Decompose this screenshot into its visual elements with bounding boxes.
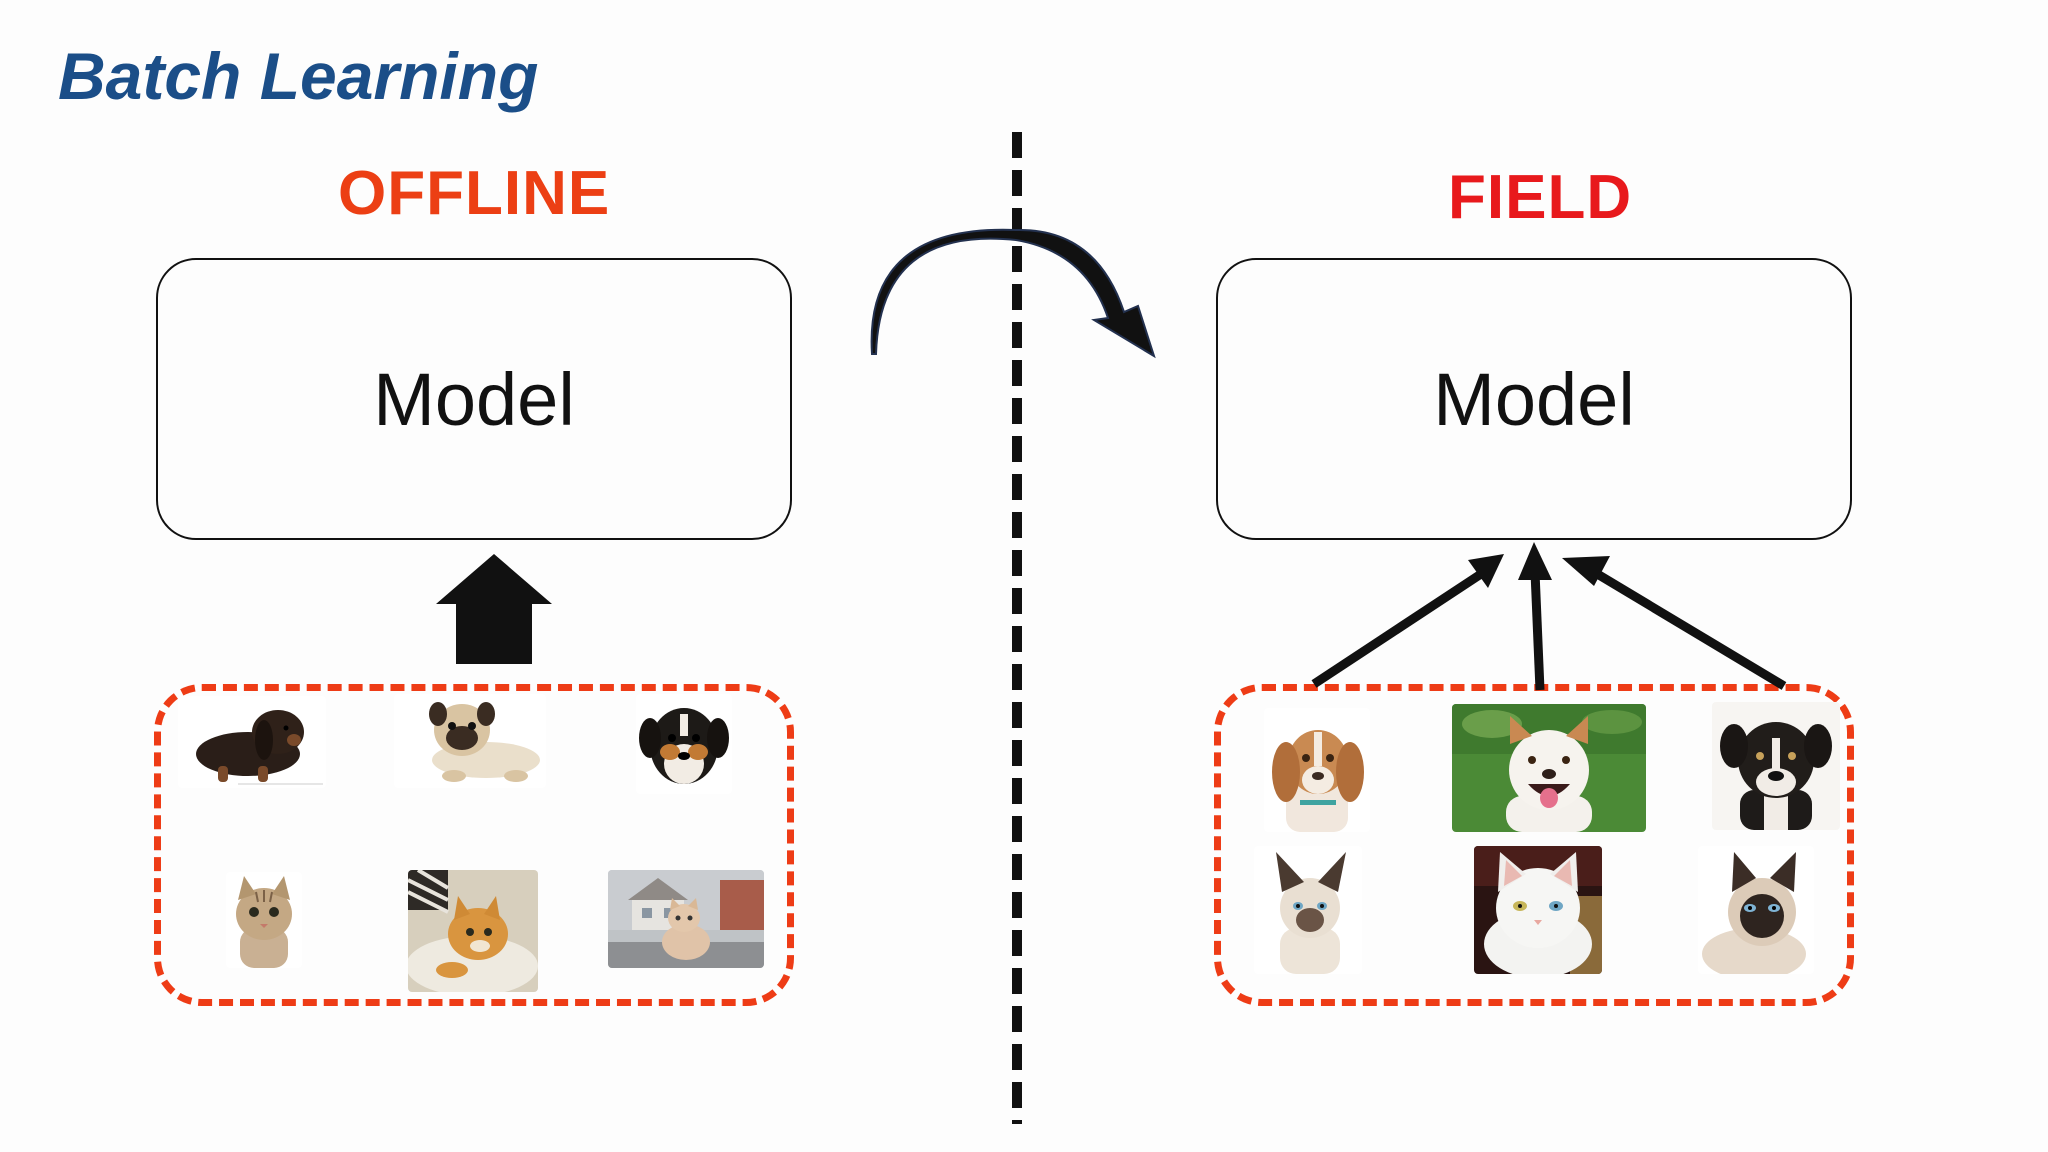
transfer-curved-arrow: [870, 228, 1156, 359]
cat-outside-house-image: [608, 870, 764, 968]
field-label: FIELD: [1448, 163, 1633, 232]
white-cat-image: [1474, 846, 1602, 974]
siamese-cat-dark-face-image: [1698, 846, 1814, 974]
model-label-field: Model: [1433, 357, 1635, 441]
model-box-offline: Model: [156, 258, 792, 540]
offline-label: OFFLINE: [338, 159, 611, 228]
slide-title: Batch Learning: [58, 39, 539, 113]
black-white-puppy-image: [1712, 702, 1840, 830]
orange-kitten-on-bed-image: [408, 870, 538, 992]
happy-pitbull-image: [1452, 704, 1646, 832]
model-box-field: Model: [1216, 258, 1852, 540]
offline-data-group: [154, 684, 794, 1006]
siamese-cat-image: [1254, 846, 1362, 974]
offline-up-arrow: [436, 554, 552, 664]
tabby-kitten-image: [226, 872, 302, 968]
dachshund-puppy-image: [178, 696, 326, 788]
model-label-offline: Model: [373, 357, 575, 441]
pug-puppy-image: [394, 694, 546, 788]
field-arrows: [1311, 542, 1787, 691]
field-data-group: [1214, 684, 1854, 1006]
beagle-puppy-image: [1264, 708, 1370, 832]
bernese-puppy-image: [636, 694, 732, 794]
